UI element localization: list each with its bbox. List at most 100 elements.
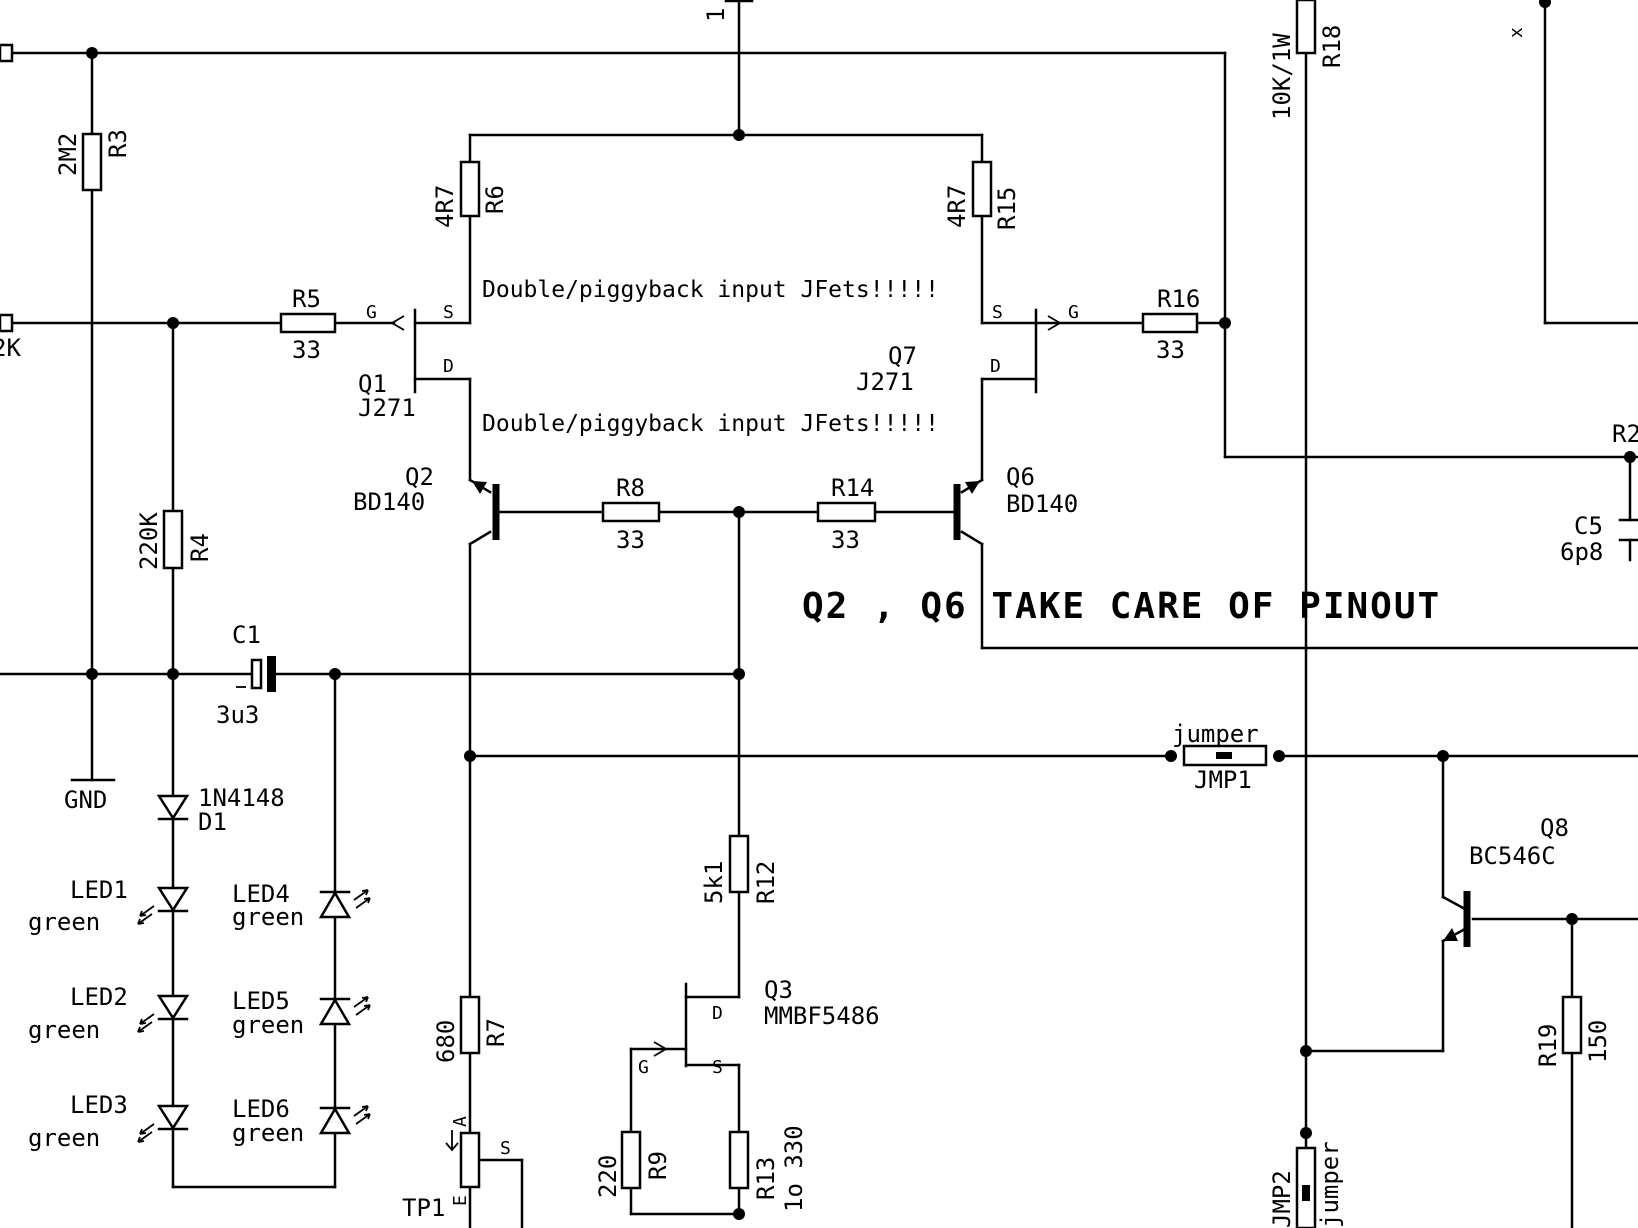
- led5-name: LED5: [232, 987, 290, 1015]
- q7-type: J271: [856, 368, 914, 396]
- resistor-r4: 220K R4: [135, 509, 214, 570]
- r18-name: R18: [1318, 25, 1346, 68]
- r13-value: 1o 330: [780, 1125, 808, 1212]
- led5-color: green: [232, 1011, 304, 1039]
- r6-value: 4R7: [431, 185, 459, 228]
- r5-value: 33: [292, 336, 321, 364]
- r15-name: R15: [993, 187, 1021, 230]
- c1-value: 3u3: [216, 701, 259, 729]
- tp1-pin-s: S: [500, 1138, 511, 1159]
- jfet-q7: S G D Q7 J271: [856, 302, 1079, 396]
- r5-name: R5: [292, 285, 321, 313]
- resistor-r19: R19 150: [1534, 995, 1612, 1067]
- x-mark: x: [1506, 27, 1527, 38]
- resistor-r14: R14 33: [816, 474, 877, 554]
- r16-name: R16: [1157, 285, 1200, 313]
- r13-name: R13: [752, 1157, 780, 1200]
- resistor-r15: 4R7 R15: [943, 160, 1021, 230]
- tp1-pin-e: E: [450, 1195, 471, 1206]
- resistor-r9: 220 R9: [594, 1130, 672, 1198]
- capacitor-c1: C1 3u3: [216, 621, 276, 729]
- transistor-q2: Q2 BD140: [353, 463, 500, 540]
- tp1-name: TP1: [402, 1194, 445, 1222]
- led-led3: LED3 green: [28, 1091, 190, 1152]
- jmp2-name: JMP2: [1268, 1170, 1296, 1228]
- led1-name: LED1: [70, 876, 128, 904]
- jfet-q1: G S D Q1 J271: [358, 302, 454, 422]
- jmp1-name: JMP1: [1194, 766, 1252, 794]
- resistor-r5: R5 33: [279, 285, 337, 364]
- d1-type: 1N4148: [198, 784, 285, 812]
- jumper-jmp2: JMP2 jumper: [1268, 1141, 1344, 1228]
- d1-name: D1: [198, 808, 227, 836]
- q1-name: Q1: [358, 370, 387, 398]
- pinout-warning: Q2 , Q6 TAKE CARE OF PINOUT: [802, 586, 1441, 627]
- c1-name: C1: [232, 621, 261, 649]
- r8-name: R8: [616, 474, 645, 502]
- q7-name: Q7: [888, 342, 917, 370]
- r4-value: 220K: [135, 512, 163, 570]
- resistor-r18: 10K/1W R18: [1268, 0, 1346, 120]
- capacitor-c5: C5 6p8: [1560, 512, 1638, 566]
- diode-d1: 1N4148 D1: [156, 784, 285, 836]
- q6-name: Q6: [1006, 463, 1035, 491]
- edge-labels: 2K R2 x 1: [0, 8, 1638, 448]
- r16-value: 33: [1156, 336, 1185, 364]
- q3-pin-d: D: [712, 1003, 723, 1024]
- q3-pin-g: G: [638, 1057, 649, 1078]
- jumper-jmp1: jumper JMP1: [1172, 720, 1268, 794]
- resistor-r6: 4R7 R6: [431, 160, 509, 228]
- r4-name: R4: [186, 533, 214, 562]
- led3-name: LED3: [70, 1091, 128, 1119]
- r3-name: R3: [104, 129, 132, 158]
- led-led1: LED1 green: [28, 876, 190, 936]
- led6-color: green: [232, 1119, 304, 1147]
- r12-name: R12: [752, 861, 780, 904]
- r15-value: 4R7: [943, 185, 971, 228]
- q3-name: Q3: [764, 976, 793, 1004]
- q1-pin-g: G: [366, 302, 377, 323]
- jmp1-top: jumper: [1172, 720, 1259, 748]
- r19-name: R19: [1534, 1024, 1562, 1067]
- led-led5: LED5 green: [232, 987, 371, 1039]
- resistor-r7: 680 R7: [432, 995, 510, 1063]
- q8-type: BC546C: [1469, 842, 1556, 870]
- q1-pin-s: S: [443, 302, 454, 323]
- trimmer-tp1: A E S TP1: [402, 1116, 511, 1222]
- c5-name: C5: [1574, 512, 1603, 540]
- led2-name: LED2: [70, 983, 128, 1011]
- led-led6: LED6 green: [232, 1095, 371, 1147]
- r18-value: 10K/1W: [1268, 33, 1296, 120]
- q2-type: BD140: [353, 488, 425, 516]
- led4-name: LED4: [232, 880, 290, 908]
- jmp2-label: jumper: [1316, 1141, 1344, 1228]
- jfet-note-lower: Double/piggyback input JFets!!!!!: [482, 411, 939, 437]
- led3-color: green: [28, 1124, 100, 1152]
- r14-name: R14: [831, 474, 874, 502]
- gnd-label: GND: [64, 786, 107, 814]
- r19-value: 150: [1584, 1020, 1612, 1063]
- resistor-r16: R16 33: [1141, 285, 1200, 364]
- r8-value: 33: [616, 526, 645, 554]
- q7-pin-d: D: [990, 356, 1001, 377]
- partial-r2-label: R2: [1612, 420, 1638, 448]
- led6-name: LED6: [232, 1095, 290, 1123]
- r12-value: 5k1: [700, 861, 728, 904]
- jfet-q3: G D S Q3 MMBF5486: [638, 976, 880, 1078]
- led2-color: green: [28, 1016, 100, 1044]
- q3-pin-s: S: [712, 1057, 723, 1078]
- led-led2: LED2 green: [28, 983, 190, 1044]
- q8-name: Q8: [1540, 814, 1569, 842]
- led4-color: green: [232, 903, 304, 931]
- r7-value: 680: [432, 1020, 460, 1063]
- q1-pin-d: D: [443, 356, 454, 377]
- tp1-pin-a: A: [450, 1116, 471, 1127]
- transistor-q8: Q8 BC546C: [1443, 814, 1569, 947]
- ground-symbol: GND: [64, 786, 107, 814]
- r7-name: R7: [482, 1018, 510, 1047]
- q6-type: BD140: [1006, 490, 1078, 518]
- transistor-q6: Q6 BD140: [953, 463, 1078, 540]
- resistor-r8: R8 33: [601, 474, 661, 554]
